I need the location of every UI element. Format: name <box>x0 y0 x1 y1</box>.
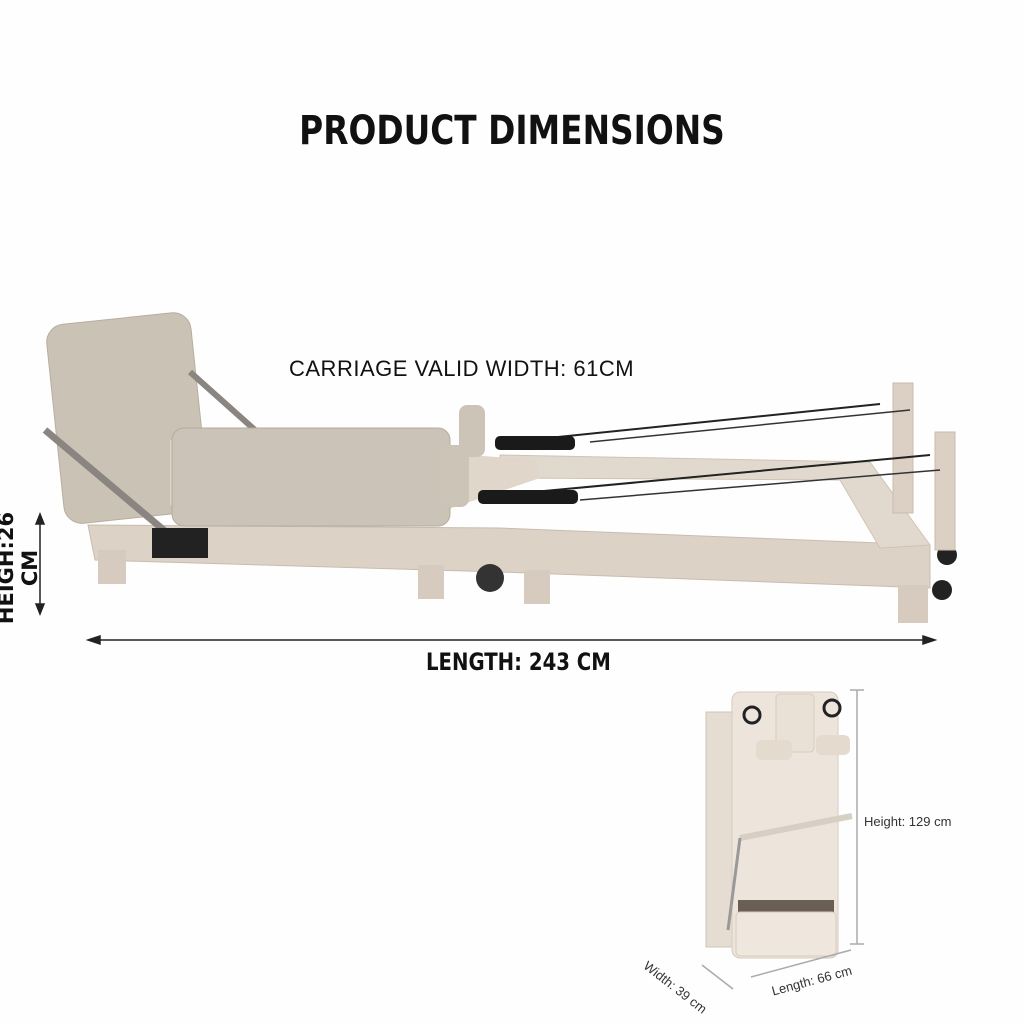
length-dimension-line <box>85 634 938 646</box>
page-title: PRODUCT DIMENSIONS <box>299 108 725 154</box>
carriage-cushion <box>171 427 451 527</box>
backrest <box>46 312 209 524</box>
footbar-post <box>892 382 914 514</box>
height-dimension-line <box>34 511 46 617</box>
leg <box>898 585 928 623</box>
handle <box>478 490 578 504</box>
carriage-width-label: CARRIAGE VALID WIDTH: 61CM <box>289 356 635 381</box>
folded-reformer-illustration <box>705 691 853 959</box>
leg <box>524 570 550 604</box>
length-label: LENGTH: 243 CM <box>426 648 611 676</box>
folded-dimension-lines <box>701 689 864 990</box>
leg <box>418 565 444 599</box>
folded-height-label: Height: 129 cm <box>864 814 952 829</box>
height-label: HEIGH:26 CM <box>0 511 42 625</box>
footbar-post <box>934 431 956 551</box>
frame-rail-front <box>87 524 931 589</box>
handle <box>495 436 575 450</box>
shoulder-rest <box>441 445 469 507</box>
leg <box>98 550 126 584</box>
shoulder-rest <box>459 405 485 457</box>
wheel <box>476 564 504 592</box>
wheel <box>932 580 952 600</box>
